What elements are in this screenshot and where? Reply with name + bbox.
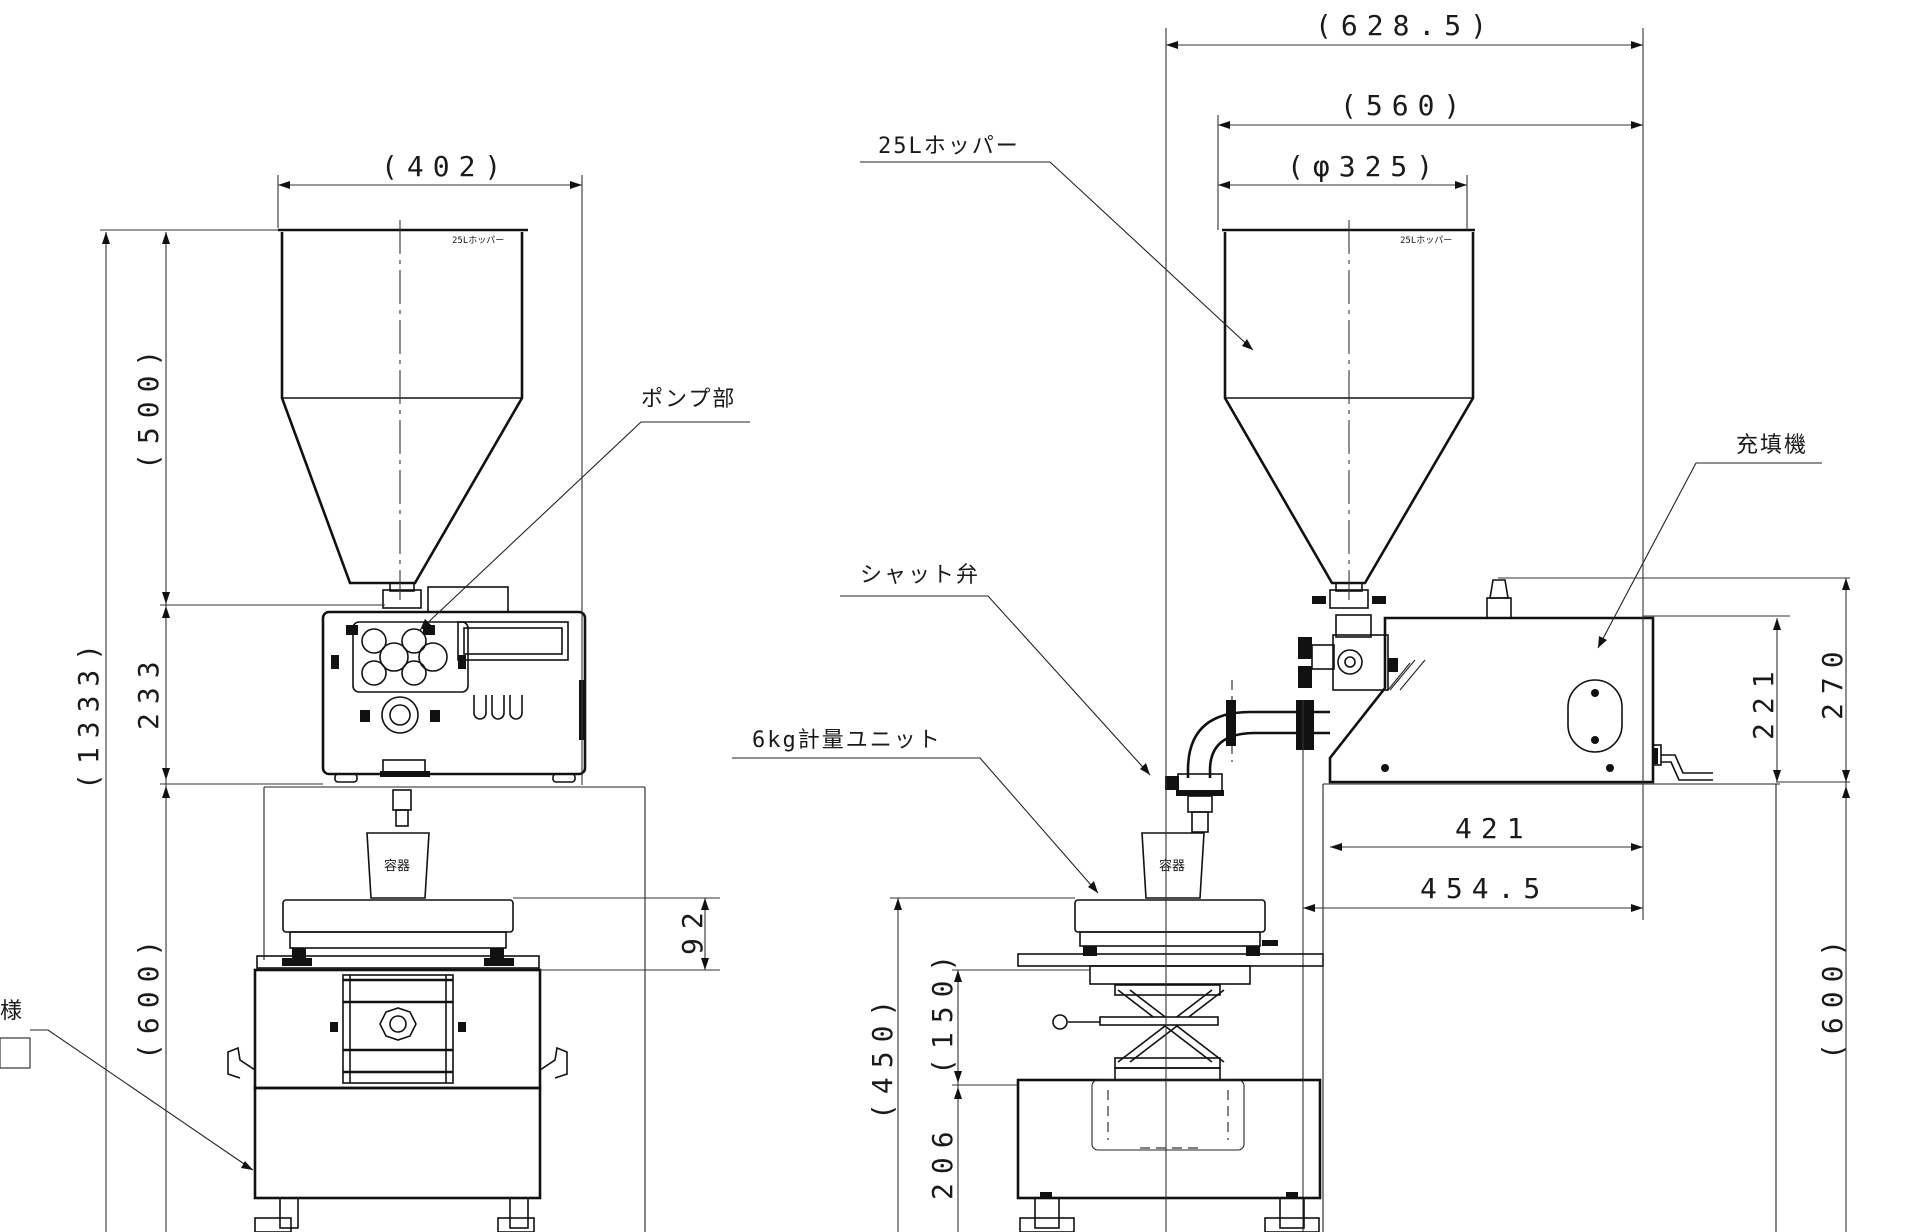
dim-side-total-depth: (628.5) xyxy=(1315,9,1496,42)
dim-front-width: (402) xyxy=(381,150,510,183)
dim-hopper-diameter: (φ325) xyxy=(1287,150,1442,183)
dim-lift-total-height: (450) xyxy=(866,991,899,1120)
pump-leader: ポンプ部 xyxy=(419,387,750,631)
dim-front-hopper-height: (500) xyxy=(132,341,165,470)
dim-filler-height: 221 xyxy=(1747,662,1780,740)
filler-label: 充填機 xyxy=(1736,433,1808,458)
side-nozzle xyxy=(1165,773,1224,833)
dim-side-depth: (560) xyxy=(1340,89,1469,122)
front-view: 25Lホッパー xyxy=(0,150,750,1232)
hopper-leader: 25Lホッパー xyxy=(860,134,1254,351)
side-scissor-lift xyxy=(1052,965,1251,1081)
dim-lift-base-height: 206 xyxy=(926,1122,959,1200)
front-machine-body xyxy=(321,586,587,827)
dim-front-total-height: (1333) xyxy=(72,635,105,790)
side-container: 容器 xyxy=(1141,832,1205,899)
dim-front-scale-offset: 92 xyxy=(676,903,709,955)
dim-lift-stroke: (150) xyxy=(926,946,959,1075)
side-scale xyxy=(1017,899,1324,967)
dim-filler-total-height: 270 xyxy=(1816,642,1849,720)
shutter-valve-label: シャット弁 xyxy=(860,563,980,588)
front-container-label: 容器 xyxy=(384,858,410,874)
filler-leader: 充填機 xyxy=(1597,433,1822,649)
side-stand xyxy=(1322,783,1780,1232)
side-dimensions: (628.5) (560) (φ325) 221 270 (600) 421 xyxy=(866,9,1850,1232)
edge-fragment-label: 様 xyxy=(0,999,24,1024)
dim-filler-depth: 421 xyxy=(1455,812,1533,845)
side-container-label: 容器 xyxy=(1159,858,1185,874)
hopper-label: 25Lホッパー xyxy=(878,134,1020,159)
dim-filler-overall-depth: 454.5 xyxy=(1420,872,1549,905)
front-hopper: 25Lホッパー xyxy=(278,220,528,609)
front-lift xyxy=(227,968,568,1232)
pump-label: ポンプ部 xyxy=(641,387,736,412)
dim-front-stand-height: (600) xyxy=(132,931,165,1060)
side-lift-base xyxy=(1016,1078,1322,1232)
front-scale xyxy=(256,899,540,969)
shutter-valve-leader: シャット弁 xyxy=(840,563,1151,776)
front-hopper-plate: 25Lホッパー xyxy=(452,235,504,246)
front-dimensions: (402) (1333) (500) 233 (600) 92 xyxy=(72,150,720,1232)
side-hopper-plate: 25Lホッパー xyxy=(1400,235,1452,246)
front-container: 容器 xyxy=(366,832,430,899)
front-stand xyxy=(263,786,646,1232)
side-filler-body xyxy=(1328,579,1713,784)
dim-side-stand-height: (600) xyxy=(1816,931,1849,1060)
front-stand-annotation: 様 xyxy=(0,999,254,1171)
weighing-unit-label: 6kg計量ユニット xyxy=(752,728,942,753)
side-pump-head xyxy=(1298,614,1398,691)
side-hopper: 25Lホッパー xyxy=(1222,220,1475,609)
side-view: 25Lホッパー xyxy=(732,9,1850,1232)
dim-front-machine-height: 233 xyxy=(132,652,165,730)
weighing-unit-leader: 6kg計量ユニット xyxy=(732,728,1099,894)
